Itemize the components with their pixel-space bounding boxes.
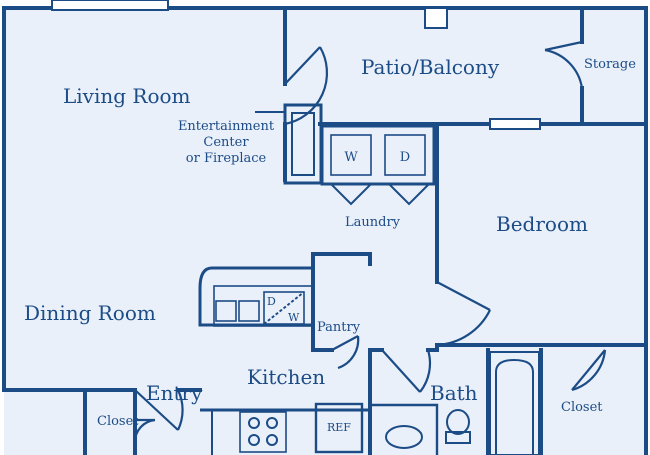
pantry-label: Pantry	[317, 320, 361, 335]
dining-room-label: Dining Room	[24, 301, 156, 325]
fixtures	[51, 0, 541, 455]
refrigerator-label: REF	[327, 421, 351, 434]
entry-label: Entry	[146, 381, 203, 405]
center-label: Center	[203, 135, 249, 150]
dishwasher-d-label: D	[267, 295, 276, 308]
living-room-label: Living Room	[63, 84, 191, 108]
entertainment-label: Entertainment	[177, 119, 275, 134]
bath-label: Bath	[430, 381, 478, 405]
closet-left-label: Closet	[97, 414, 139, 429]
kitchen-label: Kitchen	[247, 365, 326, 389]
fireplace-label: or Fireplace	[185, 151, 267, 166]
laundry-label: Laundry	[345, 215, 401, 230]
patio-balcony-label: Patio/Balcony	[361, 55, 500, 79]
dryer-label: D	[399, 150, 411, 165]
storage-label: Storage	[584, 57, 636, 72]
bedroom-label: Bedroom	[496, 212, 588, 236]
dishwasher-w-label: W	[288, 311, 300, 324]
closet-right-label: Closet	[561, 400, 603, 415]
washer-label: W	[344, 150, 358, 165]
walls	[2, 6, 648, 455]
door-swings	[133, 40, 607, 443]
